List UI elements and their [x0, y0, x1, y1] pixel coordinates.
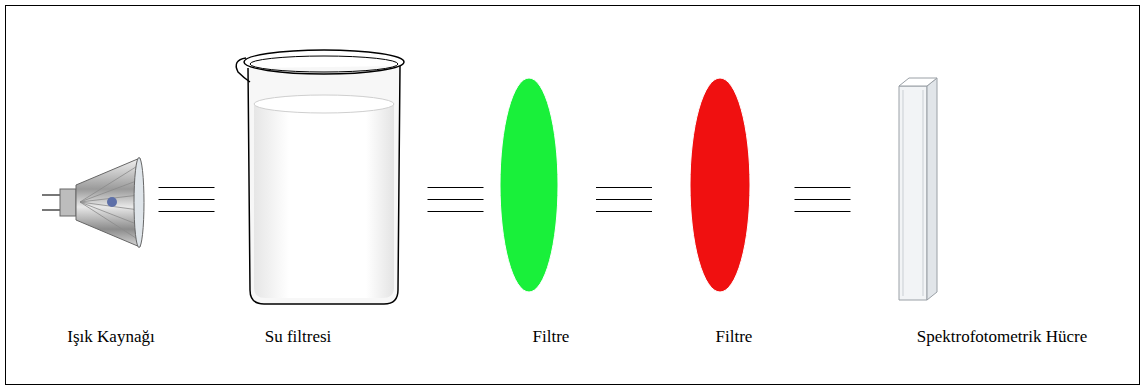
light-source: Işık Kaynağı — [40, 155, 145, 250]
green-filter: Filtre — [498, 76, 560, 294]
cuvette: Spektrofotometrik Hücre — [893, 72, 943, 304]
component-label: Spektrofotometrik Hücre — [917, 327, 1087, 347]
light-beam — [159, 188, 215, 212]
filter-disc — [500, 78, 558, 292]
illustration — [40, 155, 145, 250]
water-filter-beaker: Su filtresi — [228, 42, 413, 308]
red-filter: Filtre — [688, 76, 752, 294]
beaker-illustration — [236, 50, 404, 304]
cuvette-illustration — [899, 78, 937, 300]
lamp-illustration — [42, 158, 144, 248]
light-beam — [596, 188, 652, 212]
illustration — [893, 72, 943, 304]
filter-disc — [690, 78, 750, 292]
illustration — [228, 42, 413, 308]
component-label: Filtre — [716, 327, 753, 347]
component-label: Işık Kaynağı — [67, 327, 154, 347]
illustration — [498, 76, 560, 294]
light-beam — [795, 188, 851, 212]
component-label: Filtre — [533, 327, 570, 347]
frame-border — [6, 6, 1140, 385]
illustration — [688, 76, 752, 294]
component-label: Su filtresi — [265, 327, 332, 347]
light-beam — [428, 188, 484, 212]
